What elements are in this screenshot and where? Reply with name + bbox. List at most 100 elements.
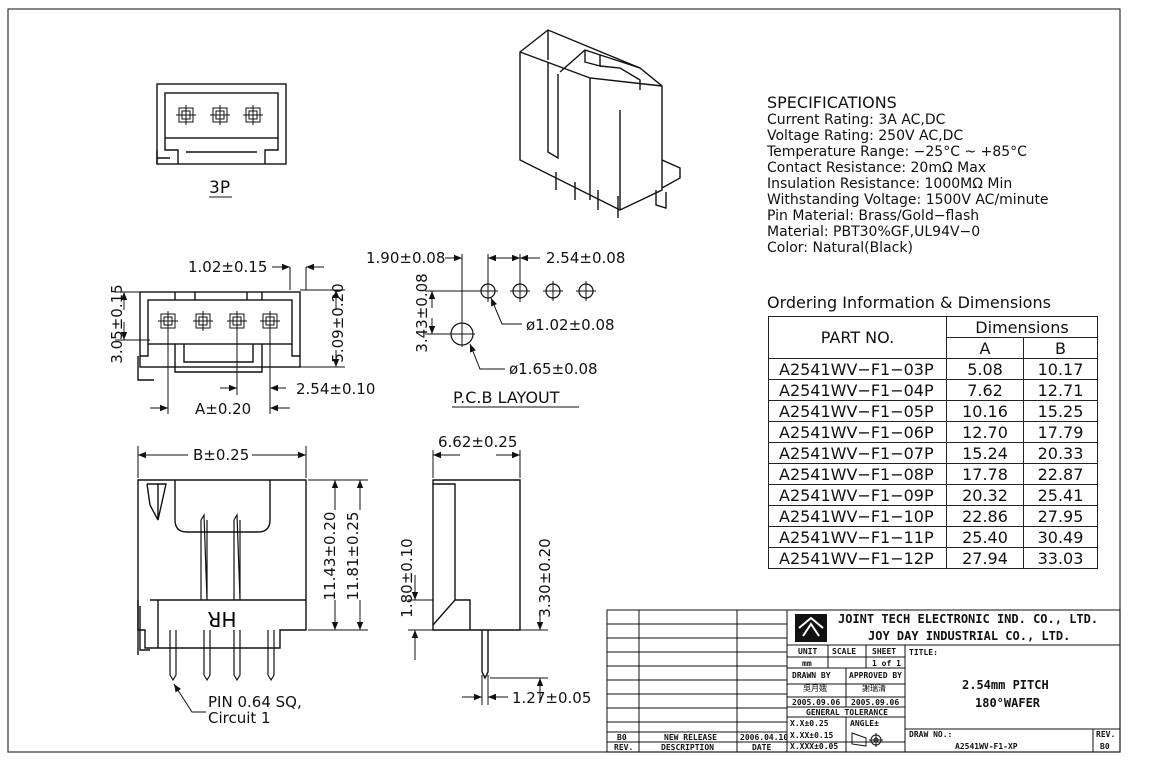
title-label: TITLE: bbox=[909, 648, 938, 657]
header-date: DATE bbox=[752, 743, 772, 752]
isometric-view bbox=[519, 29, 681, 218]
drawn-by-name: 吳月娥 bbox=[803, 684, 827, 693]
drawn-by-label: DRAWN BY bbox=[792, 671, 831, 680]
title-block-grid bbox=[606, 609, 1121, 753]
pin-note-line-1: PIN 0.64 SQ, bbox=[208, 693, 302, 711]
pcb-layout-view bbox=[425, 254, 596, 408]
drawing-title-1: 2.54mm PITCH bbox=[962, 678, 1049, 692]
unit-value: mm bbox=[802, 659, 812, 668]
dim-1-02: 1.02±0.15 bbox=[188, 258, 268, 276]
sheet-value: 1 of 1 bbox=[872, 659, 901, 668]
dim-b-value: 33.03 bbox=[1023, 547, 1098, 569]
scale-label: SCALE bbox=[832, 647, 857, 656]
general-tolerance: GENERAL TOLERANCE bbox=[806, 708, 888, 717]
tolerance-2: X.XX±0.15 bbox=[790, 731, 834, 740]
dim-1-90: 1.90±0.08 bbox=[366, 249, 446, 267]
approved-by-name: 謝瑞清 bbox=[862, 684, 886, 693]
col-b: B bbox=[1023, 337, 1098, 359]
dim-b-value: 10.17 bbox=[1023, 358, 1098, 380]
rev-code: B0 bbox=[617, 733, 627, 742]
part-no: A2541WV−F1−08P bbox=[768, 463, 947, 485]
dim-a-value: 22.86 bbox=[946, 505, 1024, 527]
col-a: A bbox=[946, 337, 1024, 359]
dim-a-value: 17.78 bbox=[946, 463, 1024, 485]
dim-6-62: 6.62±0.25 bbox=[438, 433, 518, 451]
dim-1-27: 1.27±0.05 bbox=[512, 689, 592, 707]
draw-no-label: DRAW NO.: bbox=[909, 730, 953, 739]
dim-b-value: 15.25 bbox=[1023, 400, 1098, 422]
front-view-dimensions bbox=[115, 263, 345, 414]
part-no: A2541WV−F1−12P bbox=[768, 547, 947, 569]
projection-symbol-icon bbox=[851, 732, 883, 747]
sheet-border bbox=[7, 8, 1121, 753]
spec-line: Withstanding Voltage: 1500V AC/minute bbox=[767, 192, 1049, 208]
rev-value: B0 bbox=[1100, 742, 1110, 751]
dim-a-value: 10.16 bbox=[946, 400, 1024, 422]
angle-label: ANGLE± bbox=[850, 719, 879, 728]
ordering-title: Ordering Information & Dimensions bbox=[767, 293, 1051, 312]
end-view-dimensions bbox=[408, 450, 548, 705]
spec-line: Insulation Resistance: 1000MΩ Min bbox=[767, 176, 1013, 192]
dim-b-value: 17.79 bbox=[1023, 421, 1098, 443]
hr-mark: HR bbox=[207, 607, 236, 631]
company-name-1: JOINT TECH ELECTRONIC IND. CO., LTD. bbox=[838, 612, 1099, 626]
side-view bbox=[137, 479, 307, 682]
end-view bbox=[432, 479, 521, 680]
rev-date: 2006.04.10 bbox=[740, 733, 789, 742]
part-no: A2541WV−F1−09P bbox=[768, 484, 947, 506]
dim-3-05: 3.05±0.15 bbox=[108, 284, 126, 364]
spec-line: Contact Resistance: 20mΩ Max bbox=[767, 160, 987, 176]
dim-b: B±0.25 bbox=[193, 446, 250, 464]
dim-a: A±0.20 bbox=[195, 400, 252, 418]
dim-5-09: 5.09±0.20 bbox=[329, 283, 347, 363]
company-logo-icon bbox=[795, 614, 827, 642]
spec-line: Voltage Rating: 250V AC,DC bbox=[767, 128, 964, 144]
dim-b-value: 25.41 bbox=[1023, 484, 1098, 506]
approved-by-label: APPROVED BY bbox=[849, 671, 902, 680]
unit-label: UNIT bbox=[798, 647, 818, 656]
dim-11-43: 11.43±0.20 bbox=[321, 511, 339, 601]
spec-line: Material: PBT30%GF,UL94V−0 bbox=[767, 224, 981, 240]
part-no: A2541WV−F1−06P bbox=[768, 421, 947, 443]
dim-a-value: 25.40 bbox=[946, 526, 1024, 548]
dim-a-value: 20.32 bbox=[946, 484, 1024, 506]
dim-2-54-tol: 2.54±0.10 bbox=[296, 380, 376, 398]
part-no: A2541WV−F1−04P bbox=[768, 379, 947, 401]
col-dimensions: Dimensions bbox=[946, 316, 1098, 338]
dim-3-43: 3.43±0.08 bbox=[413, 273, 431, 353]
dim-2-54-pitch: 2.54±0.08 bbox=[546, 249, 626, 267]
spec-line: Pin Material: Brass/Gold−flash bbox=[767, 208, 980, 224]
dim-3-30: 3.30±0.20 bbox=[536, 538, 554, 618]
dim-a-value: 5.08 bbox=[946, 358, 1024, 380]
dim-a-value: 12.70 bbox=[946, 421, 1024, 443]
rev-desc: NEW RELEASE bbox=[664, 733, 717, 742]
dim-a-value: 15.24 bbox=[946, 442, 1024, 464]
dim-b-value: 22.87 bbox=[1023, 463, 1098, 485]
part-no: A2541WV−F1−03P bbox=[768, 358, 947, 380]
draw-no: A2541WV-F1-XP bbox=[955, 742, 1018, 751]
top-view-3p bbox=[156, 83, 287, 198]
dim-a-value: 27.94 bbox=[946, 547, 1024, 569]
dim-a-value: 7.62 bbox=[946, 379, 1024, 401]
dim-b-value: 12.71 bbox=[1023, 379, 1098, 401]
dim-phi-1-65: ø1.65±0.08 bbox=[509, 360, 598, 378]
part-no: A2541WV−F1−05P bbox=[768, 400, 947, 422]
spec-line: Temperature Range: −25°C ~ +85°C bbox=[767, 144, 1027, 160]
front-view bbox=[137, 291, 301, 381]
tolerance-1: X.X±0.25 bbox=[790, 719, 829, 728]
dim-b-value: 20.33 bbox=[1023, 442, 1098, 464]
drawing-title-2: 180°WAFER bbox=[975, 696, 1041, 710]
header-description: DESCRIPTION bbox=[661, 743, 714, 752]
header-rev: REV. bbox=[614, 743, 634, 752]
dim-phi-1-02: ø1.02±0.08 bbox=[526, 316, 615, 334]
